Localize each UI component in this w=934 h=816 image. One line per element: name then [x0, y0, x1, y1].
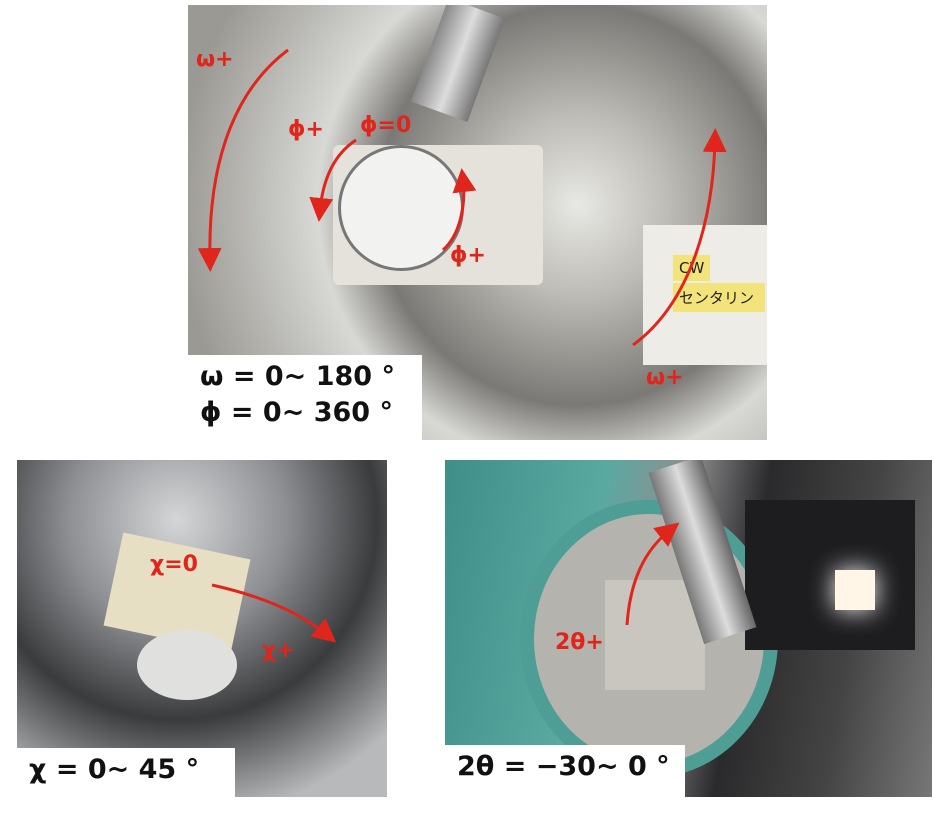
omega-plus-right-annotation: ω+ [646, 365, 684, 390]
phi-plus-bottom-annotation: ϕ+ [450, 243, 486, 268]
phi-plus-top-annotation: ϕ+ [288, 117, 324, 142]
omega-plus-left-annotation: ω+ [196, 47, 234, 72]
chi-plus-annotation: χ+ [262, 638, 295, 663]
two-theta-arrow [625, 522, 680, 626]
sample-head [137, 630, 237, 700]
sticker-centering: センタリン [673, 283, 765, 312]
goniometer-photo-omega-phi: CW センタリン ω+ ϕ+ ϕ=0 ϕ+ ω+ ω = 0~ 180 ° ϕ … [188, 5, 767, 440]
phi-range-label: ϕ = 0~ 360 ° [200, 397, 393, 428]
chi-range-label: χ = 0~ 45 ° [17, 748, 235, 797]
two-theta-plus-annotation: 2θ+ [555, 630, 604, 655]
rotation-arrows [197, 48, 727, 347]
centering-unit: CW センタリン [643, 225, 767, 365]
goniometer-photo-chi: χ=0 χ+ χ = 0~ 45 ° [17, 460, 387, 797]
window [745, 500, 915, 650]
chi-arrow [211, 583, 337, 643]
chi-zero-annotation: χ=0 [150, 552, 198, 577]
omega-range-label: ω = 0~ 180 ° [200, 361, 395, 392]
two-theta-range-label: 2θ = −30~ 0 ° [445, 745, 685, 797]
light [835, 570, 875, 610]
range-label-box: ω = 0~ 180 ° ϕ = 0~ 360 ° [188, 355, 422, 440]
phi-zero-annotation: ϕ=0 [360, 113, 412, 138]
goniometer-photo-two-theta: 2θ+ 2θ = −30~ 0 ° [445, 460, 932, 797]
